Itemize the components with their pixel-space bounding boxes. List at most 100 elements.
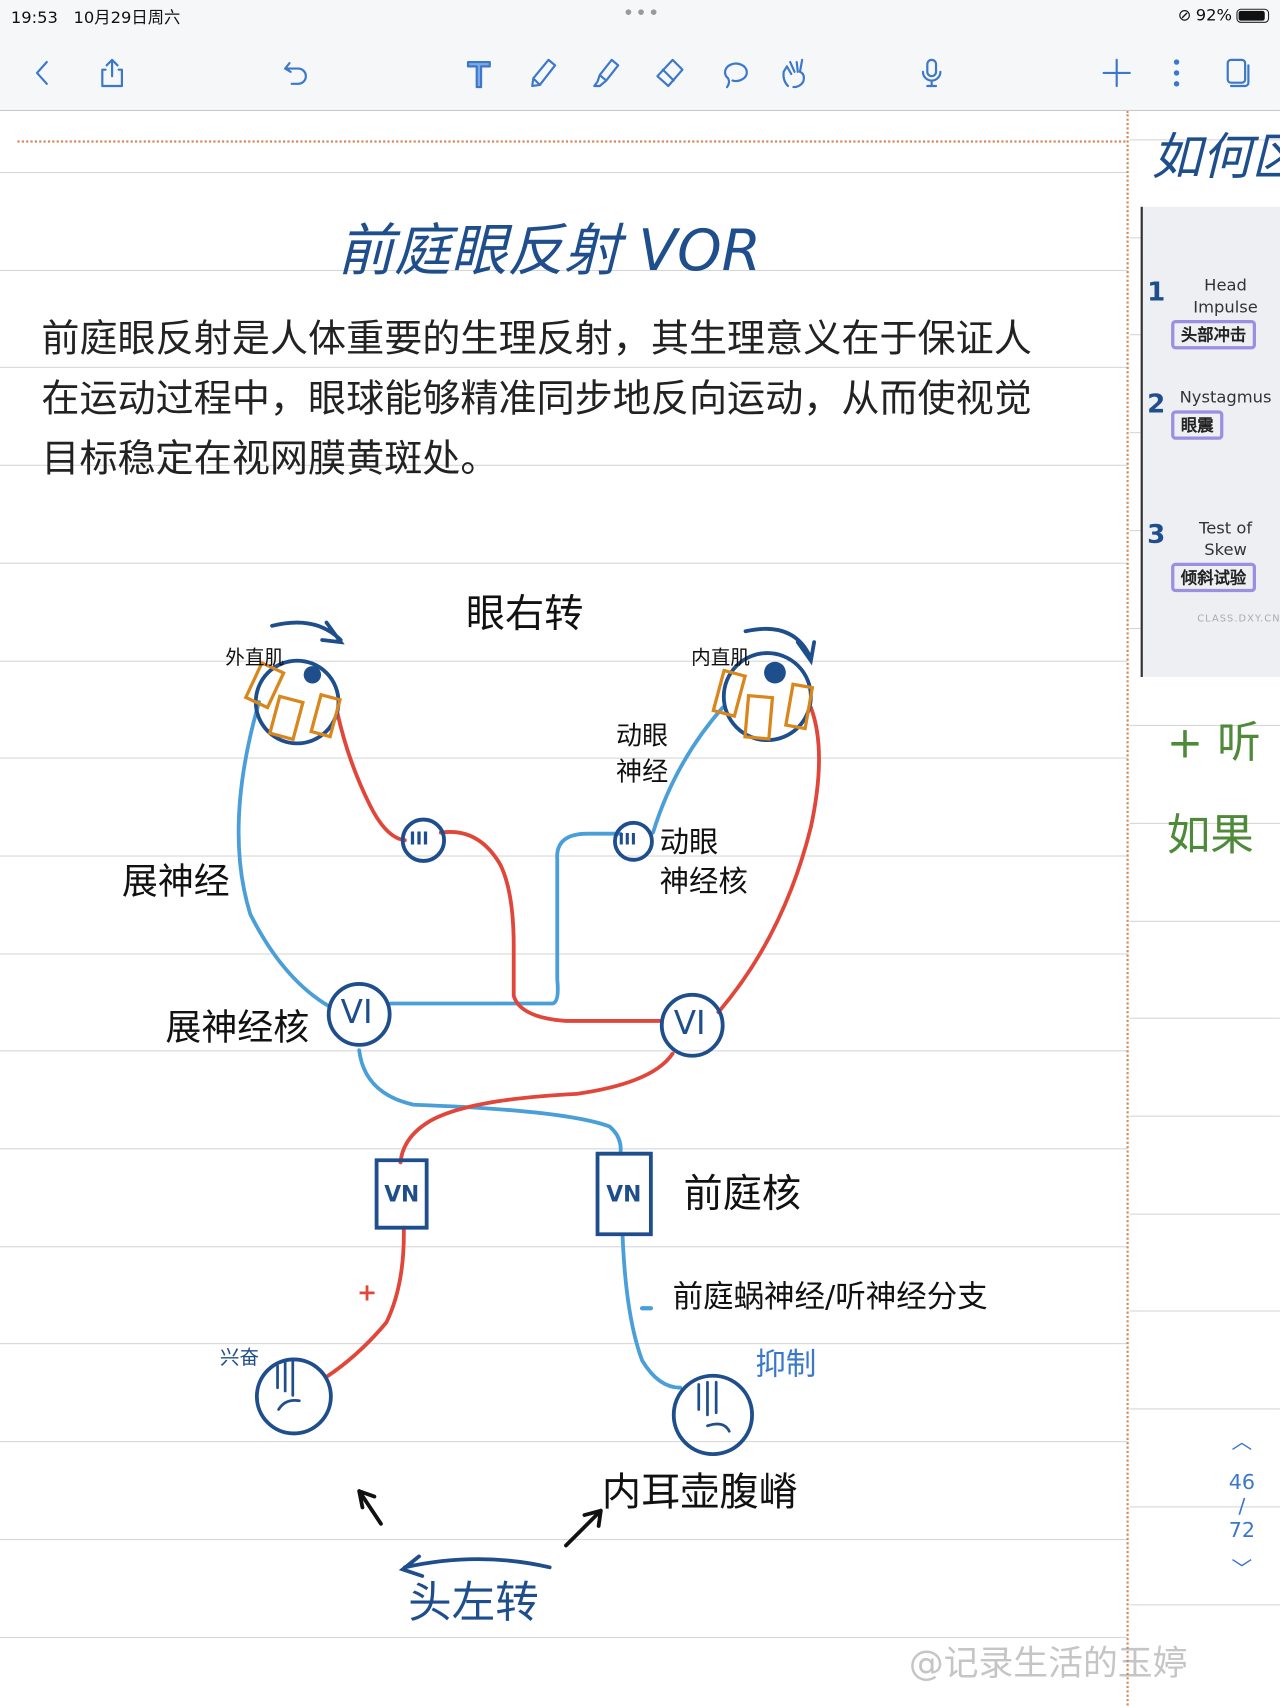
ruled-line (1129, 1213, 1280, 1215)
pages-button[interactable] (1219, 54, 1256, 91)
item-english: Head Impulse (1193, 275, 1258, 317)
ruled-line (0, 1441, 1128, 1443)
text-tool-icon (466, 60, 491, 89)
highlighter-icon (593, 58, 620, 88)
node-iii-left (400, 817, 446, 863)
vestibular-nucleus-label: 前庭核 (683, 1172, 802, 1217)
abducens-nucleus-label: 展神经核 (165, 1005, 310, 1049)
ruled-line (1129, 920, 1280, 922)
pen-icon (531, 58, 557, 88)
text-tool-button[interactable] (460, 54, 497, 91)
note-page[interactable] (0, 111, 1280, 1706)
node-vi-left-label: VI (340, 993, 373, 1032)
status-right: ⊘ 92% (1178, 5, 1270, 25)
ruled-line (0, 562, 1128, 564)
highlighter-button[interactable] (588, 54, 625, 91)
abducens-nerve-label: 展神经 (121, 859, 230, 903)
vn-to-ampulla-inhibit (620, 1233, 683, 1390)
node-iii-right-label: III (618, 829, 637, 849)
ruled-line (1129, 139, 1280, 141)
page-right-margin (1126, 111, 1129, 1706)
oculomotor-nerve-label: 动眼神经 (616, 720, 669, 787)
pen-button[interactable] (525, 54, 562, 91)
vi-to-vn-red (398, 1051, 675, 1165)
item-chinese: 眼震 (1171, 410, 1224, 440)
page-down-button[interactable]: ﹀ (1231, 1557, 1253, 1582)
add-icon (1102, 58, 1131, 88)
iii-to-medial-path (335, 710, 407, 843)
ruled-line (0, 1636, 1128, 1638)
ruled-line (1129, 1603, 1280, 1605)
side-heading: 如何区 (1151, 127, 1280, 187)
back-button[interactable] (24, 54, 61, 91)
note-title: 前庭眼反射 VOR (337, 218, 761, 285)
item-number: 1 (1147, 276, 1166, 307)
page-navigator: ︿ 46 / 72 ﹀ (1215, 1426, 1269, 1583)
oculomotor-nucleus-label-2: 神经核 (659, 865, 748, 900)
left-eye-arrow (270, 620, 345, 645)
page-separator: / (1238, 1494, 1246, 1519)
node-vi-left (326, 982, 392, 1047)
ruled-line (1129, 1408, 1280, 1410)
watermark: @记录生活的玉婷 (908, 1642, 1188, 1684)
ruled-line (1129, 1310, 1280, 1312)
iii-to-vi-path (438, 830, 664, 1023)
total-pages: 72 (1228, 1518, 1256, 1543)
multitask-dots[interactable]: ••• (622, 2, 661, 26)
side-note-2: 如果 (1166, 810, 1254, 861)
vor-diagram (236, 620, 821, 1578)
medial-rectus-label: 内直肌 (691, 646, 750, 670)
hand-icon (782, 58, 805, 89)
eraser-button[interactable] (651, 54, 688, 91)
node-vi-right-label: VI (673, 1004, 706, 1043)
ruled-line (0, 1050, 1128, 1052)
ruled-line (0, 660, 1128, 662)
abducens-nerve-path (236, 700, 332, 1009)
node-iii-left-label: III (409, 828, 429, 849)
undo-icon (284, 62, 307, 85)
vi-to-lateral-path (716, 705, 821, 1015)
ruled-line (0, 757, 1128, 759)
item-chinese: 倾斜试验 (1171, 562, 1257, 593)
image-source: CLASS.DXY.CN (1197, 613, 1280, 625)
node-vn-left (374, 1158, 429, 1230)
more-icon (1173, 59, 1180, 87)
inhibit-label: 抑制 (755, 1346, 817, 1383)
more-button[interactable] (1158, 54, 1195, 91)
oculomotor-nucleus-label-1: 动眼 (659, 826, 719, 860)
ruled-line (0, 952, 1128, 955)
hand-button[interactable] (776, 54, 813, 91)
ruled-line (0, 1245, 1128, 1247)
item-number: 3 (1147, 519, 1166, 550)
ruled-line (1129, 1017, 1280, 1020)
share-button[interactable] (94, 54, 131, 91)
note-paragraph: 前庭眼反射是人体重要的生理反射，其生理意义在于保证人在运动过程中，眼球能够精准同… (41, 317, 1032, 482)
ruled-line (1129, 1506, 1280, 1508)
add-button[interactable] (1098, 54, 1135, 91)
node-vn-right-label: VN (606, 1180, 642, 1208)
item-english: Nystagmus (1179, 387, 1272, 408)
item-chinese: 头部冲击 (1171, 319, 1257, 350)
ruled-line (0, 367, 1128, 369)
oculomotor-nerve-path (651, 705, 725, 835)
eye-right-turn-label: 眼右转 (465, 592, 584, 637)
share-icon (101, 58, 123, 88)
ampulla-right (671, 1373, 754, 1457)
ampulla-left (254, 1357, 333, 1436)
right-eye-arrow (743, 626, 817, 666)
vn-to-ampulla-excite (324, 1225, 406, 1379)
microphone-button[interactable] (913, 54, 950, 91)
current-page: 46 (1228, 1470, 1256, 1495)
page-up-button[interactable]: ︿ (1231, 1430, 1253, 1455)
lasso-button[interactable] (714, 54, 751, 91)
vestibulocochlear-nerve-label: 前庭蜗神经/听神经分支 (672, 1278, 988, 1315)
undo-button[interactable] (278, 54, 315, 91)
ruled-line (0, 1343, 1128, 1345)
ruled-line (0, 1148, 1128, 1150)
ruled-line (0, 464, 1128, 466)
ruled-line (1129, 725, 1280, 727)
